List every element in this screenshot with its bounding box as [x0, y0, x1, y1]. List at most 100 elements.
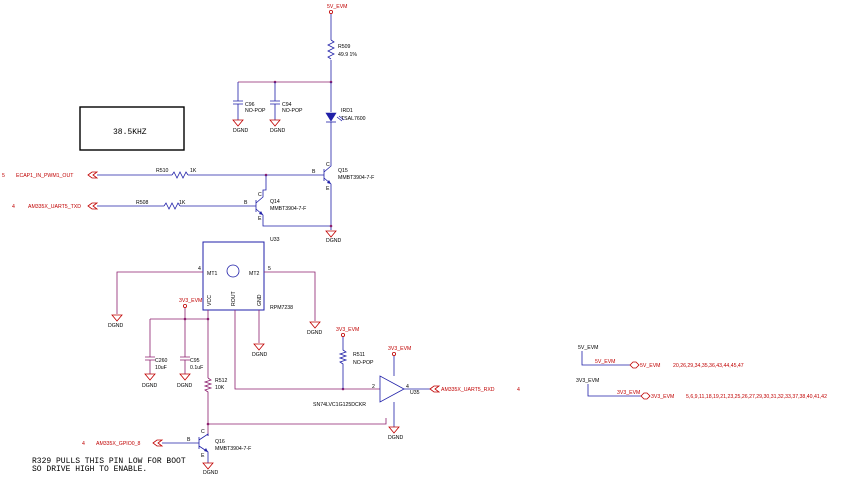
- uart-rxd-num: 4: [517, 387, 520, 393]
- q14-ref: Q14: [270, 199, 280, 205]
- note-boot: R329 PULLS THIS PIN LOW FOR BOOT SO DRIV…: [32, 457, 186, 474]
- q16-value: MMBT3904-7-F: [215, 446, 251, 452]
- legend-3v3-net: 3V3_EVM: [617, 390, 640, 396]
- capacitor-c96: C96 NO-POP DGND: [232, 82, 266, 134]
- u35-value: SN74LVC1G125DCKR: [313, 402, 366, 408]
- uart-txd-net-label: AM335X_UART5_TXD: [28, 204, 81, 210]
- supply-3v3-left: 3V3_EVM: [179, 298, 202, 304]
- u33-pin-mt1-num: 4: [198, 266, 201, 272]
- q15-pin-b: B: [312, 169, 316, 175]
- buffer-u35: 3V3_EVM DGND 2 4 U35 SN74LVC1G125DCKR: [313, 346, 420, 441]
- transistor-q14: B C E Q14 MMBT3904-7-F: [244, 175, 331, 227]
- c95-value: 0.1uF: [190, 365, 203, 371]
- legend-3v3-label: 3V3_EVM: [576, 378, 599, 384]
- q15-ref: Q15: [338, 168, 348, 174]
- q15-pin-e: E: [326, 186, 330, 192]
- c94-gnd: DGND: [270, 128, 286, 134]
- ird1-value: TSAL7600: [341, 116, 366, 122]
- legend-5v-port: 5V_EVM: [640, 363, 660, 369]
- u33-pin-mt2: MT2: [249, 271, 259, 277]
- c260-gnd: DGND: [142, 383, 158, 389]
- r508-ref: R508: [136, 200, 149, 206]
- u35-gnd: DGND: [388, 435, 404, 441]
- ecap-net-label: ECAP1_IN_PWM1_OUT: [16, 173, 74, 179]
- legend-5v-pages: 20,26,29,34,35,36,43,44,45,47: [673, 363, 744, 369]
- u33-gnd: DGND: [252, 352, 268, 358]
- frequency-label: 38.5KHZ: [113, 128, 147, 137]
- q15-value: MMBT3904-7-F: [338, 175, 374, 181]
- ecap-num: 5: [2, 173, 5, 179]
- mt1-gnd: DGND: [108, 323, 124, 329]
- r509-value: 49.9 1%: [338, 52, 357, 58]
- u35-pin-out: 4: [406, 384, 409, 390]
- power-legend: 5V_EVM 5V_EVM 5V_EVM 20,26,29,34,35,36,4…: [576, 345, 827, 400]
- resistor-r511: R511 NO-POP: [338, 337, 374, 389]
- net-uart-txd: 4 AM335X_UART5_TXD: [12, 202, 99, 210]
- gpio-net-label: AM335X_GPIO0_8: [96, 441, 141, 447]
- supply-3v3-mid: 3V3_EVM: [336, 327, 359, 333]
- c96-value: NO-POP: [245, 108, 266, 114]
- net-ecap: 5 ECAP1_IN_PWM1_OUT: [2, 171, 99, 179]
- q16-ref: Q16: [215, 439, 225, 445]
- supply-3v3-buf: 3V3_EVM: [388, 346, 411, 352]
- c260-value: 10uF: [155, 365, 167, 371]
- u35-pin-in: 2: [372, 384, 375, 390]
- c260-ref: C260: [155, 358, 168, 364]
- q14-pin-b: B: [244, 200, 248, 206]
- u33-value: RPM7238: [270, 305, 293, 311]
- r510-ref: R510: [156, 168, 169, 174]
- frequency-box: 38.5KHZ: [79, 106, 185, 151]
- note-line-1: R329 PULLS THIS PIN LOW FOR BOOT: [32, 457, 186, 466]
- c95-ref: C95: [190, 358, 200, 364]
- legend-5v-label: 5V_EVM: [578, 345, 598, 351]
- u33-pin-vcc: VCC: [207, 295, 213, 306]
- transistor-q15: B C E Q15 MMBT3904-7-F: [312, 162, 374, 230]
- c94-ref: C94: [282, 102, 292, 108]
- r512-ref: R512: [215, 378, 228, 384]
- resistor-r510: R510 1K: [156, 168, 197, 179]
- supply-5v-top: 5V_EVM: [327, 4, 347, 14]
- q16-gnd: DGND: [203, 470, 219, 476]
- transistor-q16: B C E Q16 MMBT3904-7-F DGND: [187, 429, 251, 476]
- q16-pin-b: B: [187, 437, 191, 443]
- supply-5v-label: 5V_EVM: [327, 4, 347, 10]
- uart-rxd-net-label: AM335X_UART5_RXD: [441, 387, 495, 393]
- ir-led-ird1: IRD1 TSAL7600: [325, 108, 366, 123]
- u33-pin-rout: ROUT: [231, 290, 237, 306]
- resistor-r509: R509 49.9 1%: [327, 39, 357, 60]
- mt2-gnd: DGND: [307, 330, 323, 336]
- c94-value: NO-POP: [282, 108, 303, 114]
- ir-receiver-u33: U33 RPM7238 MT1 MT2 4 5 VCC ROUT GND: [198, 237, 293, 311]
- q15-pin-c: C: [326, 162, 330, 168]
- legend-3v3-port: 3V3_EVM: [651, 394, 674, 400]
- q16-pin-c: C: [201, 429, 205, 435]
- q14-pin-e: E: [258, 216, 262, 222]
- c96-gnd: DGND: [233, 128, 249, 134]
- r512-value: 10K: [215, 385, 225, 391]
- q16-pin-e: E: [201, 453, 205, 459]
- u33-pin-mt2-num: 5: [268, 266, 271, 272]
- r511-ref: R511: [353, 352, 365, 358]
- u33-pin-gnd: GND: [257, 294, 263, 306]
- legend-3v3-pages: 5,6,9,11,18,19,21,23,25,26,27,29,30,31,3…: [686, 394, 827, 400]
- q15-gnd: DGND: [326, 238, 342, 244]
- c95-gnd: DGND: [177, 383, 193, 389]
- gpio-num: 4: [82, 441, 85, 447]
- resistor-r508: R508 1K: [136, 200, 186, 210]
- net-uart-rxd: AM335X_UART5_RXD 4: [429, 385, 520, 393]
- r511-value: NO-POP: [353, 360, 374, 366]
- ird1-ref: IRD1: [341, 108, 353, 114]
- u33-pin-mt1: MT1: [207, 271, 217, 277]
- resistor-r512: R512 10K: [203, 377, 228, 436]
- uart-txd-num: 4: [12, 204, 15, 210]
- capacitor-c95: C95 0.1uF DGND: [177, 319, 203, 389]
- r508-value: 1K: [179, 200, 186, 206]
- note-line-2: SO DRIVE HIGH TO ENABLE.: [32, 465, 147, 474]
- capacitor-c94: C94 NO-POP DGND: [269, 82, 303, 134]
- r509-ref: R509: [338, 44, 351, 50]
- u33-ref: U33: [270, 237, 280, 243]
- q14-pin-c: C: [258, 192, 262, 198]
- q14-value: MMBT3904-7-F: [270, 206, 306, 212]
- u35-ref: U35: [410, 390, 420, 396]
